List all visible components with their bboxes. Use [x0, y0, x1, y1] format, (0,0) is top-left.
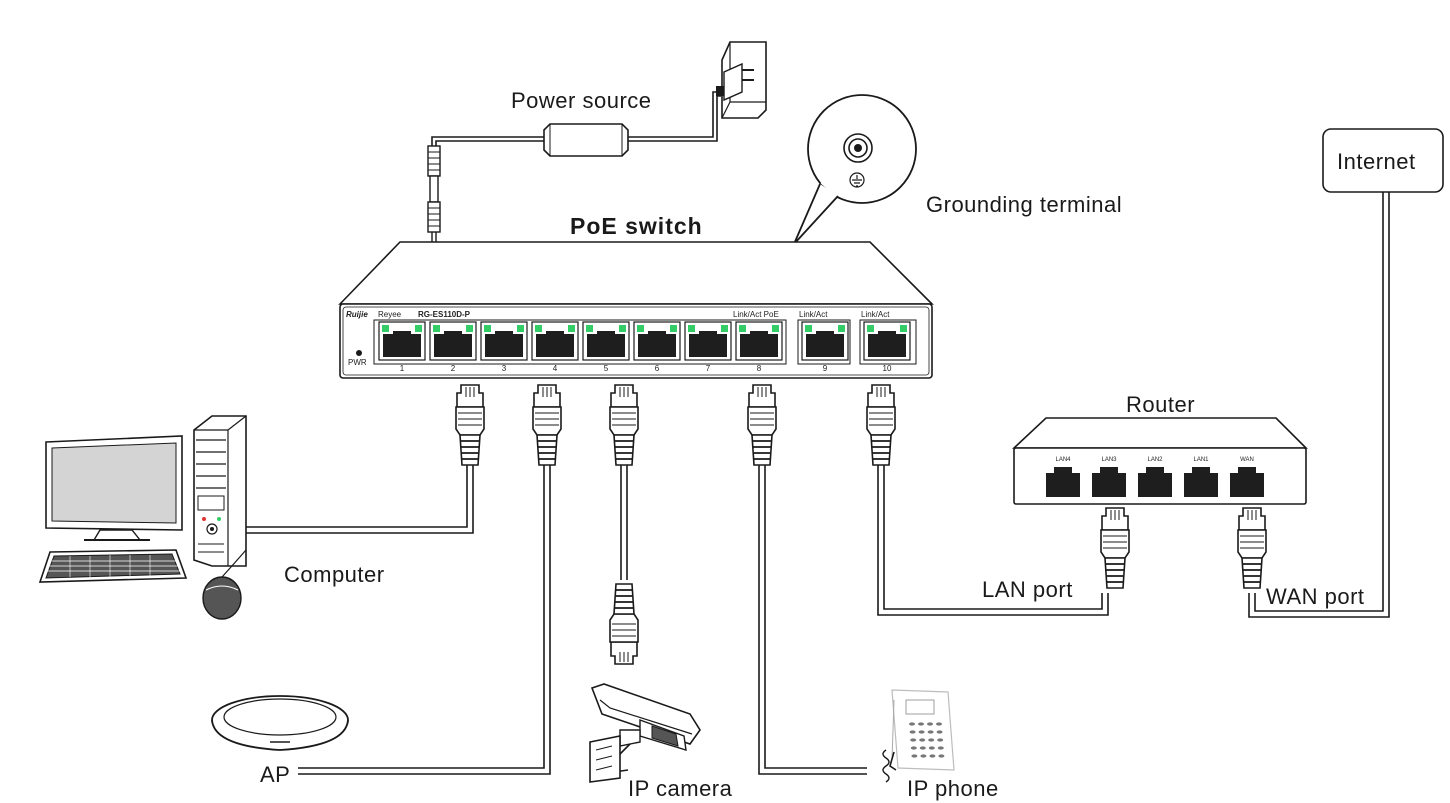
connector-ap: [532, 384, 562, 466]
router-port-label: LAN3: [1101, 457, 1117, 463]
computer-icon: [38, 415, 247, 620]
phone-key: [910, 738, 917, 742]
ap-label: AP: [260, 762, 290, 787]
connector-camera: [609, 384, 639, 466]
phone-key: [928, 746, 935, 750]
phone-key: [936, 730, 943, 734]
phone-key: [927, 730, 934, 734]
computer-label: Computer: [284, 562, 385, 587]
switch-port-2: [429, 321, 477, 361]
pwr-led-icon: [356, 350, 362, 356]
phone-key: [927, 722, 933, 726]
ip-camera-label: IP camera: [628, 776, 733, 801]
phone-key: [920, 754, 927, 758]
phone-key: [918, 730, 925, 734]
switch-port-8: [735, 321, 783, 361]
cables: [245, 91, 1390, 775]
switch-port-number: 10: [883, 364, 892, 373]
switch-port-1: [378, 321, 426, 361]
phone-key: [937, 746, 944, 750]
switch-port-4: [531, 321, 579, 361]
switch-port-3: [480, 321, 528, 361]
router-wan-connector: [1237, 507, 1267, 589]
camera-cable-connector: [609, 583, 639, 665]
power-adapter: [427, 123, 629, 242]
switch-group-label-1-8: Link/Act PoE: [733, 310, 779, 319]
lan-cable: [877, 465, 1109, 616]
phone-key: [918, 722, 924, 726]
phone-key: [937, 738, 944, 742]
switch-pwr-label: PWR: [348, 358, 367, 367]
router-port-label: LAN1: [1193, 457, 1209, 463]
switch-port-number: 1: [400, 364, 405, 373]
switch-port-number: 9: [823, 364, 828, 373]
switch-port-9: [801, 321, 849, 361]
camera-cable: [620, 465, 628, 580]
switch-group-label-9: Link/Act: [799, 310, 828, 319]
phone-key: [909, 730, 916, 734]
router-port-label: LAN4: [1055, 457, 1071, 463]
wall-socket: [716, 41, 767, 119]
phone-cable: [758, 465, 867, 775]
phone-key: [936, 722, 942, 726]
wan-port-label: WAN port: [1266, 584, 1365, 609]
power-source-label: Power source: [511, 88, 652, 113]
phone-key: [928, 738, 935, 742]
phone-key: [919, 738, 926, 742]
router-port-label: LAN2: [1147, 457, 1163, 463]
ip-phone-label: IP phone: [907, 776, 999, 801]
phone-key: [938, 754, 945, 758]
computer-cable: [245, 465, 474, 534]
switch-port-number: 5: [604, 364, 609, 373]
switch-port-10: [863, 321, 911, 361]
phone-key: [910, 746, 917, 750]
wan-cable: [1248, 192, 1390, 618]
grounding-terminal-label: Grounding terminal: [926, 192, 1122, 217]
lan-port-label: LAN port: [982, 577, 1073, 602]
ap-cable: [298, 465, 551, 775]
connector-phone: [747, 384, 777, 466]
grounding-callout: [793, 94, 917, 245]
switch-port-number: 3: [502, 364, 507, 373]
ip-phone-icon: [882, 689, 955, 783]
switch-port-5: [582, 321, 630, 361]
power-cable-switch: [431, 136, 544, 147]
phone-cord-icon: [882, 749, 890, 783]
ap-icon: [211, 695, 349, 751]
router-ports: LAN4 LAN3 LAN2 LAN1 WAN: [1046, 457, 1264, 497]
ip-camera-icon: [589, 683, 701, 783]
switch-port-7: [684, 321, 732, 361]
switch-model: RG-ES110D-P: [418, 310, 471, 319]
phone-key: [911, 754, 918, 758]
switch-port-number: 7: [706, 364, 711, 373]
switch-port-number: 8: [757, 364, 762, 373]
switch-port-number: 4: [553, 364, 558, 373]
connector-computer: [455, 384, 485, 466]
switch-ports: 1 2 3 4 5 6 7 8 9 10: [378, 321, 911, 373]
router-lan-connector: [1100, 507, 1130, 589]
switch-port-number: 2: [451, 364, 456, 373]
connector-router: [866, 384, 896, 466]
router-label: Router: [1126, 392, 1195, 417]
switch-sub-brand: Reyee: [378, 310, 402, 319]
phone-key: [929, 754, 936, 758]
switch-port-number: 6: [655, 364, 660, 373]
switch-port-6: [633, 321, 681, 361]
internet-label: Internet: [1337, 149, 1416, 174]
poe-switch: Ruijie Reyee RG-ES110D-P Link/Act PoE Li…: [338, 241, 934, 379]
switch-group-label-10: Link/Act: [861, 310, 890, 319]
phone-key: [919, 746, 926, 750]
phone-key: [909, 722, 915, 726]
switch-connectors: [455, 384, 896, 466]
internet-cloud: [1322, 128, 1444, 193]
poe-switch-label: PoE switch: [570, 213, 703, 239]
switch-brand: Ruijie: [346, 310, 368, 319]
router: LAN4 LAN3 LAN2 LAN1 WAN: [1011, 417, 1308, 505]
router-port-label: WAN: [1240, 457, 1254, 463]
